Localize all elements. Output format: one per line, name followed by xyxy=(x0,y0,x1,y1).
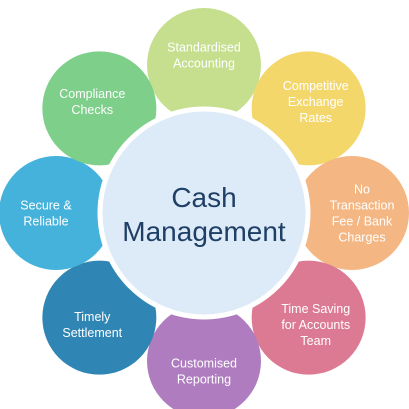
center-hub: Cash Management xyxy=(97,106,311,320)
petal-label-standardised-accounting-line2: Accounting xyxy=(173,57,235,71)
petal-label-no-transaction-fee-line4: Charges xyxy=(338,231,385,245)
petal-circle-standardised-accounting xyxy=(147,8,261,122)
petal-label-competitive-exchange-rates-line2: Exchange xyxy=(288,95,344,109)
petal-circle-time-saving xyxy=(251,260,366,375)
petal-secure-reliable: Secure & Reliable xyxy=(0,156,113,270)
petal-circle-timely-settlement xyxy=(42,260,157,375)
petals-layer: StandardisedAccountingCompetitiveExchang… xyxy=(0,8,409,409)
center-title-line1: Cash xyxy=(171,182,236,213)
petal-label-time-saving-line3: Team xyxy=(300,334,331,348)
petal-label-compliance-checks-line1: Compliance xyxy=(59,87,125,101)
center-circle xyxy=(97,106,311,320)
petal-label-secure-reliable-line2: Reliable xyxy=(23,215,68,229)
petal-label-time-saving-line1: Time Saving xyxy=(281,302,350,316)
petal-label-timely-settlement-line1: Timely xyxy=(74,310,111,324)
petal-circle-no-transaction-fee xyxy=(295,156,409,270)
petal-label-customised-reporting-line2: Reporting xyxy=(177,373,231,387)
petal-circle-compliance-checks xyxy=(42,51,157,166)
center-title-line2: Management xyxy=(122,216,286,247)
petal-circle-competitive-exchange-rates xyxy=(251,51,366,166)
petal-label-customised-reporting-line1: Customised xyxy=(171,357,237,371)
petal-circle-secure-reliable xyxy=(0,156,113,270)
petal-label-no-transaction-fee-line3: Fee / Bank xyxy=(332,215,393,229)
petal-label-secure-reliable-line1: Secure & xyxy=(20,199,72,213)
petal-circle-customised-reporting xyxy=(147,304,261,409)
petal-label-no-transaction-fee-line2: Transaction xyxy=(330,199,395,213)
petal-label-competitive-exchange-rates-line3: Rates xyxy=(299,111,332,125)
petal-label-no-transaction-fee-line1: No xyxy=(354,183,370,197)
petal-label-standardised-accounting-line1: Standardised xyxy=(167,41,241,55)
petal-label-timely-settlement-line2: Settlement xyxy=(62,326,122,340)
petal-label-competitive-exchange-rates-line1: Competitive xyxy=(283,79,349,93)
petal-label-time-saving-line2: for Accounts xyxy=(281,318,350,332)
petal-label-compliance-checks-line2: Checks xyxy=(71,103,113,117)
